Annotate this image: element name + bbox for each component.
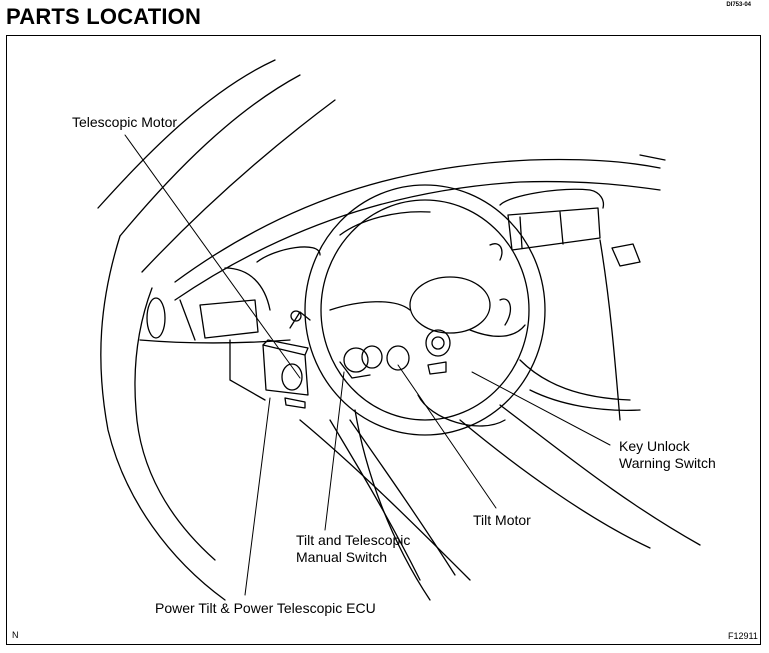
label-tilt-motor: Tilt Motor — [473, 512, 531, 528]
label-key-unlock-line1: Key Unlock — [619, 438, 690, 454]
document-code: DI753-04 — [726, 2, 751, 8]
power-tilt-ecu — [262, 339, 309, 409]
leader-key-unlock — [471, 371, 611, 446]
figure-id: F12911 — [728, 631, 758, 641]
footer-left-mark: N — [12, 630, 19, 640]
label-ecu: Power Tilt & Power Telescopic ECU — [155, 600, 376, 616]
label-tilt-tele-line1: Tilt and Telescopic — [296, 532, 411, 548]
label-key-unlock-line2: Warning Switch — [619, 455, 716, 471]
dashboard-top — [174, 154, 666, 301]
figure-frame — [6, 35, 761, 645]
page-title: PARTS LOCATION — [6, 4, 202, 29]
a-pillar — [97, 59, 336, 601]
label-telescopic-motor: Telescopic Motor — [72, 114, 178, 130]
left-dash — [139, 246, 321, 401]
label-tilt-tele-line2: Manual Switch — [296, 549, 388, 565]
floor-lines — [299, 404, 701, 581]
center-vent — [499, 188, 641, 421]
column-components — [339, 329, 451, 379]
leader-tilt-tele-switch — [324, 371, 345, 531]
leader-tilt-motor — [397, 364, 497, 509]
leader-lines — [124, 134, 611, 596]
leader-ecu — [244, 397, 271, 596]
steering-column — [329, 409, 456, 601]
leader-telescopic-motor — [124, 134, 301, 379]
